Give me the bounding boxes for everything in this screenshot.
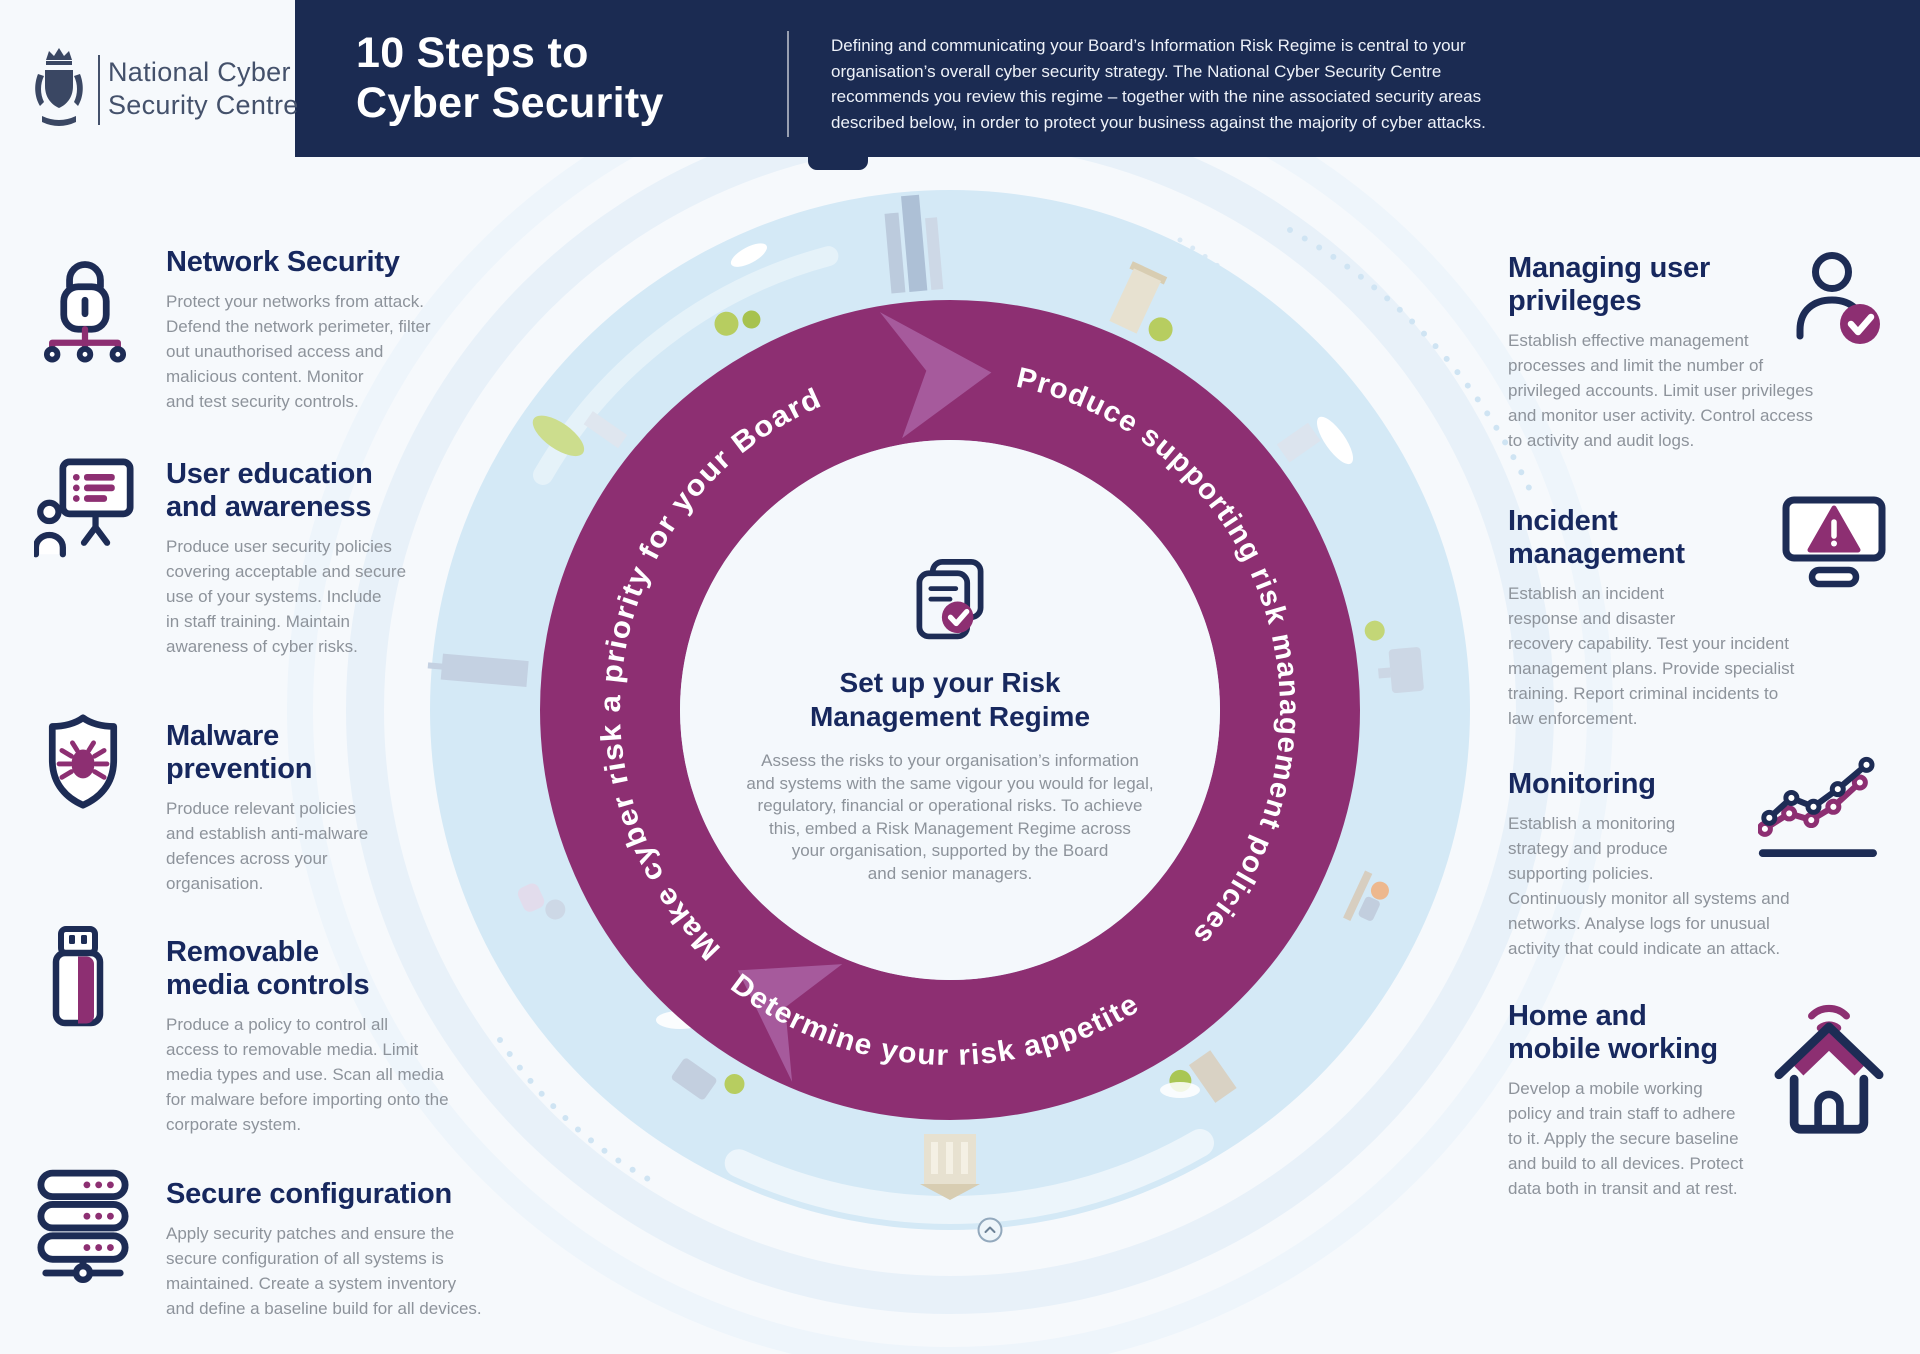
step-desc: Develop a mobile working policy and trai… — [1508, 1079, 1744, 1198]
cycle-center-desc: Assess the risks to your organisation’s … — [746, 751, 1154, 883]
step-monitoring: Monitoring Establish a monitoring strate… — [1508, 768, 1920, 961]
step-desc: Protect your networks from attack. Defen… — [166, 292, 431, 411]
step-desc: Establish effective management processes… — [1508, 331, 1814, 450]
cycle-arrow-top — [879, 312, 992, 439]
risk-cycle-diagram: Make cyber risk a priority for your Boar… — [427, 190, 1470, 1230]
step-network-security: Network Security Protect your networks f… — [166, 246, 496, 414]
cycle-center-content: Set up your Risk Management Regime Asses… — [730, 553, 1170, 886]
step-desc: Produce relevant policies and establish … — [166, 799, 369, 893]
logo-line1: National Cyber — [108, 57, 291, 87]
shield-bug-icon — [48, 714, 118, 809]
header — [295, 0, 1920, 157]
step-managing-user-privileges: Managing user privileges Establish effec… — [1508, 252, 1920, 453]
step-desc: Apply security patches and ensure the se… — [166, 1224, 482, 1318]
ncsc-logo-text: National Cyber Security Centre — [108, 56, 299, 122]
step-user-education: User education and awareness Produce use… — [166, 458, 496, 659]
step-title: Monitoring — [1508, 768, 1656, 800]
cycle-center-title: Set up your Risk Management Regime — [809, 667, 1091, 732]
step-title: Removable media controls — [166, 936, 370, 1001]
step-removable-media: Removable media controls Produce a polic… — [166, 936, 496, 1137]
step-title: Network Security — [166, 246, 400, 278]
chevron-up-circle-icon — [977, 1217, 1003, 1243]
user-check-icon — [1796, 252, 1880, 344]
user-presentation-icon — [34, 458, 134, 558]
usb-stick-icon — [52, 926, 104, 1027]
royal-crest-icon — [35, 48, 83, 126]
cycle-arrow-bottom-left — [737, 964, 843, 1082]
header-divider — [787, 31, 789, 137]
cycle-inner-disc — [680, 440, 1220, 980]
step-title: Managing user privileges — [1508, 252, 1711, 317]
step-desc: Produce user security policies covering … — [166, 537, 407, 656]
document-check-icon — [916, 558, 984, 640]
step-title: Home and mobile working — [1508, 1000, 1718, 1065]
step-title: Incident management — [1508, 505, 1685, 570]
house-wifi-icon — [1774, 1004, 1884, 1134]
step-malware-prevention: Malware prevention Produce relevant poli… — [166, 720, 496, 896]
monitor-alert-icon — [1782, 496, 1886, 588]
header-notch — [808, 157, 868, 170]
logo-line2: Security Centre — [108, 90, 299, 120]
padlock-network-icon — [43, 261, 127, 363]
step-home-mobile-working: Home and mobile working Develop a mobile… — [1508, 1000, 1920, 1201]
step-desc: Establish an incident response and disas… — [1508, 584, 1795, 728]
page-title: 10 Steps to Cyber Security — [356, 29, 664, 127]
step-title: Malware prevention — [166, 720, 313, 785]
step-title: User education and awareness — [166, 458, 373, 523]
step-secure-configuration: Secure configuration Apply security patc… — [166, 1178, 496, 1321]
step-title: Secure configuration — [166, 1178, 453, 1210]
step-desc: Produce a policy to control all access t… — [166, 1015, 449, 1134]
header-intro: Defining and communicating your Board’s … — [831, 36, 1486, 132]
server-stack-icon — [37, 1169, 129, 1284]
logo-divider — [98, 55, 100, 125]
line-graph-icon — [1758, 756, 1877, 858]
step-desc: Establish a monitoring strategy and prod… — [1508, 814, 1790, 958]
step-incident-management: Incident management Establish an inciden… — [1508, 505, 1920, 731]
